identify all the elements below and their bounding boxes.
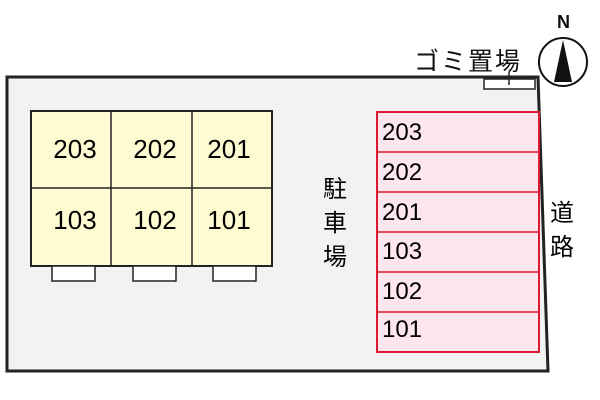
- parking-area: [376, 111, 540, 353]
- parking-space-202: 202: [382, 159, 423, 186]
- unit-101: 101: [207, 205, 251, 235]
- parking-space-102: 102: [382, 278, 423, 305]
- garbage-area-label: ゴミ置場: [414, 47, 523, 76]
- unit-202: 202: [133, 134, 177, 164]
- parking-space-101: 101: [382, 316, 423, 343]
- unit-201: 201: [207, 134, 251, 164]
- entrance-step: [212, 265, 257, 282]
- parking-space-103: 103: [382, 238, 423, 265]
- road-label: 道路: [550, 199, 574, 261]
- entrance-step: [132, 265, 177, 282]
- unit-102: 102: [133, 205, 177, 235]
- unit-203: 203: [53, 134, 97, 164]
- compass-north-label: N: [557, 12, 570, 32]
- parking-space-201: 201: [382, 199, 423, 226]
- unit-103: 103: [53, 205, 97, 235]
- parking-label: 駐車場: [323, 175, 347, 271]
- compass-icon: [538, 37, 588, 87]
- parking-space-203: 203: [382, 119, 423, 146]
- entrance-step: [51, 265, 96, 282]
